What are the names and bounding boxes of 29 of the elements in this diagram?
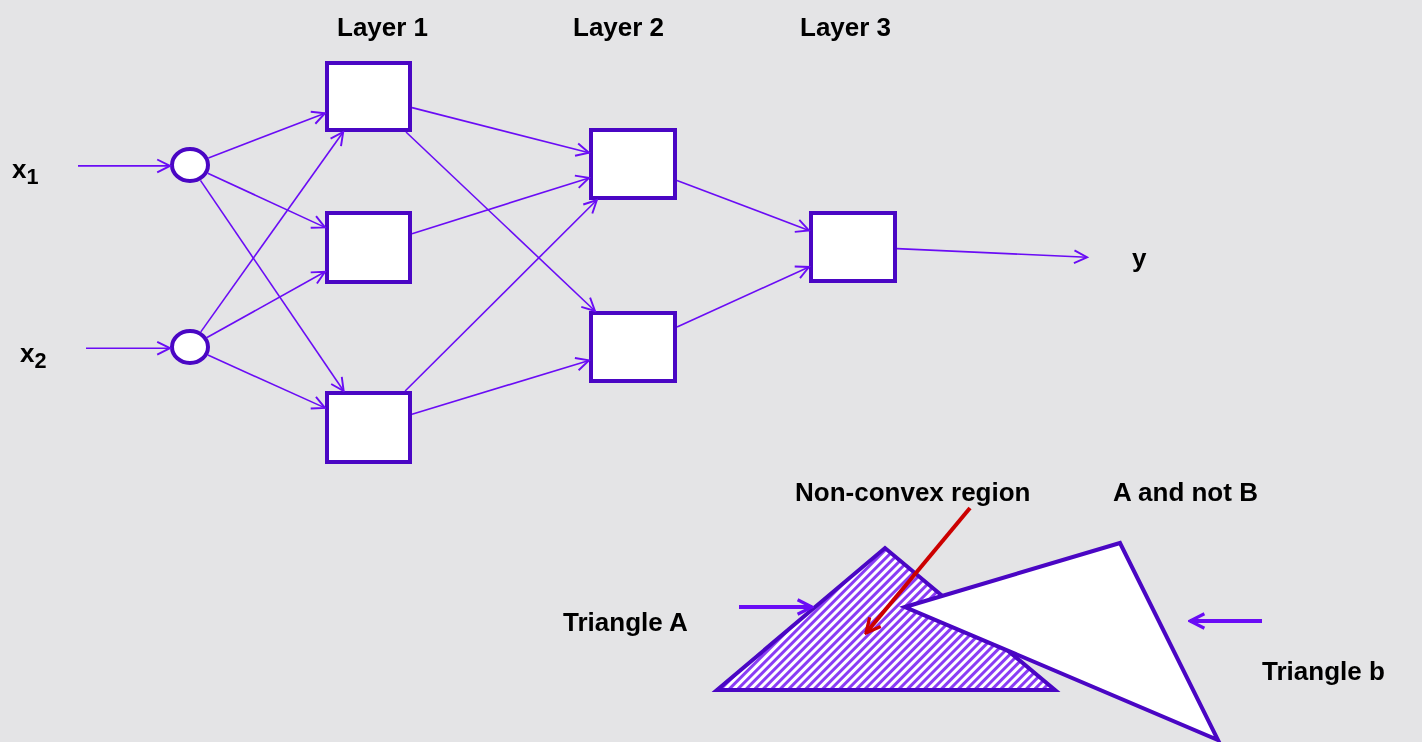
arrow [207,172,326,229]
arrow [896,247,1088,265]
arrow [199,179,345,392]
arrow [405,131,596,312]
annotation-text: Triangle A [563,609,688,635]
arrow [1188,612,1262,630]
arrow [411,174,590,235]
arrow [739,598,814,616]
arrow [207,110,326,159]
layer-heading: Layer 2 [573,14,665,40]
layer-heading: Layer 1 [337,14,429,40]
layer-heading: Layer 3 [800,14,892,40]
variable-label: x$_{1}$ [12,156,39,188]
annotation-text: Triangle b [1262,658,1385,684]
arrow [85,340,171,356]
arrow [77,158,171,174]
variable-label: y [1132,245,1147,271]
arrow [207,354,326,410]
arrow [206,270,326,339]
arrow [200,131,345,333]
arrow [676,179,810,233]
variable-label: x$_{2}$ [20,340,47,372]
arrow [864,506,972,635]
arrow [411,106,590,157]
arrow [676,265,810,328]
annotation-text: A and not B [1113,479,1258,505]
arrow [404,199,598,392]
arrow [411,357,590,416]
annotation-text: Non-convex region [795,479,1031,505]
